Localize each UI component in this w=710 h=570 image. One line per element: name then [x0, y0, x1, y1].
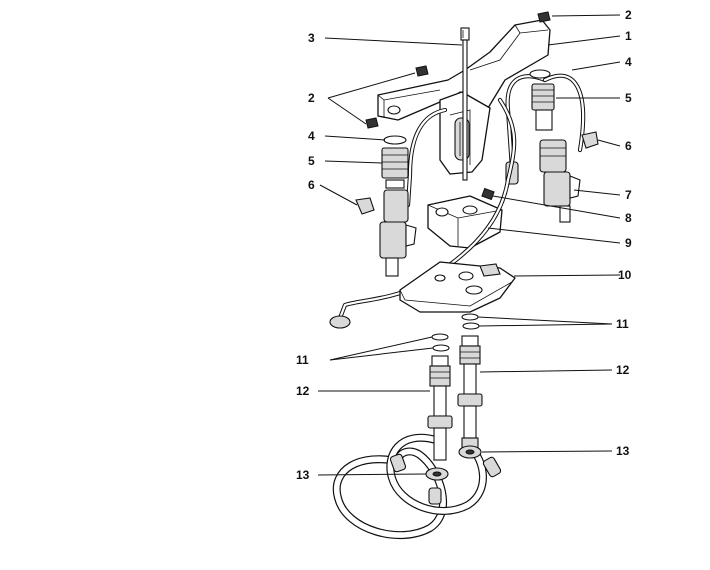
coiled-hose-lower [332, 433, 502, 539]
callout-13-right: 13 [616, 444, 630, 458]
callout-5-left: 5 [308, 154, 315, 168]
callout-2-left: 2 [308, 91, 315, 105]
bolt-8 [481, 187, 495, 201]
screw-2-left-b [365, 117, 379, 129]
screw-2-top [537, 11, 551, 23]
callout-12-left: 12 [296, 384, 310, 398]
nut-13-left [425, 467, 449, 481]
callout-2-top: 2 [625, 8, 632, 22]
callout-11-left: 11 [296, 353, 309, 367]
callout-7: 7 [625, 188, 632, 202]
screw-2-left-a [415, 65, 429, 77]
callout-12-right: 12 [616, 363, 630, 377]
valve-assembly-right [529, 69, 581, 223]
callout-3: 3 [308, 31, 315, 45]
callout-1: 1 [625, 29, 632, 43]
callout-4-left: 4 [308, 129, 315, 143]
callout-5-right: 5 [625, 91, 632, 105]
leader-lines [317, 14, 621, 476]
hose-4-left [405, 107, 448, 208]
bolt-3 [460, 27, 470, 181]
clip-6-right [581, 131, 599, 149]
callout-6-right: 6 [625, 139, 632, 153]
nut-13-right [458, 445, 482, 459]
union-12-left [427, 355, 453, 461]
clip-6-left [355, 197, 375, 215]
union-12-right [457, 335, 483, 449]
callout-11-right: 11 [616, 317, 629, 331]
callout-8: 8 [625, 211, 632, 225]
callout-9: 9 [625, 236, 632, 250]
feed-hose [329, 97, 517, 329]
plate-10 [399, 261, 516, 313]
valve-assembly-left [379, 135, 417, 277]
callout-6-left: 6 [308, 178, 315, 192]
callout-4-right: 4 [625, 55, 632, 69]
callout-labels: 2 1 3 4 2 5 4 6 5 6 7 8 9 10 11 11 12 12… [296, 8, 632, 482]
callout-10: 10 [618, 268, 632, 282]
callout-13-left: 13 [296, 468, 310, 482]
